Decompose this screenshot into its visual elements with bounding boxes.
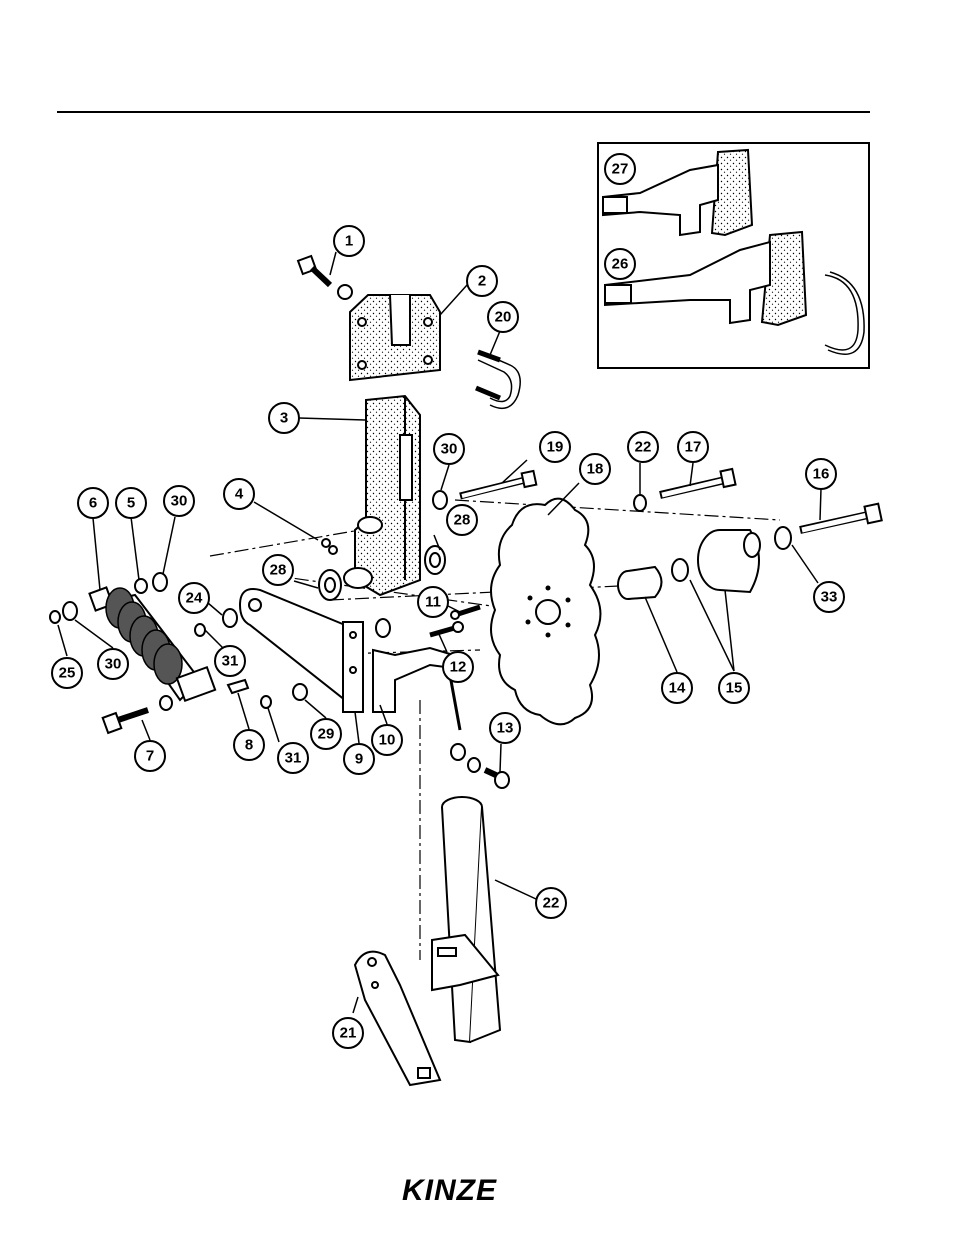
- callout-26-label: 26: [612, 256, 629, 273]
- callout-5: 5: [116, 488, 146, 518]
- callout-12-label: 12: [450, 659, 467, 676]
- callout-22a-label: 22: [635, 439, 652, 456]
- callout-2-label: 2: [478, 273, 486, 290]
- callout-28b: 28: [263, 555, 293, 585]
- callout-28b-label: 28: [270, 562, 287, 579]
- logo-text: KINZE: [402, 1174, 497, 1207]
- callout-33: 33: [814, 582, 844, 612]
- callout-9-label: 9: [355, 751, 363, 768]
- callout-10-label: 10: [379, 732, 396, 749]
- inset-box: [598, 143, 869, 368]
- callout-15-label: 15: [726, 680, 743, 697]
- callout-20: 20: [488, 302, 518, 332]
- callout-6-label: 6: [89, 495, 97, 512]
- callout-22b: 22: [536, 888, 566, 918]
- hub-hardware-drawing: [618, 469, 882, 599]
- callout-18-label: 18: [587, 461, 604, 478]
- callout-17: 17: [678, 432, 708, 462]
- callout-20-label: 20: [495, 309, 512, 326]
- callout-24: 24: [179, 583, 209, 613]
- kinze-logo: KINZE: [402, 1174, 497, 1207]
- bolt-1-drawing: [298, 256, 352, 299]
- callout-17-label: 17: [685, 439, 702, 456]
- callout-16-label: 16: [813, 466, 830, 483]
- bracket-2-drawing: [350, 295, 440, 380]
- callout-25: 25: [52, 658, 82, 688]
- callout-3: 3: [269, 403, 299, 433]
- callout-24-label: 24: [186, 590, 203, 607]
- callout-13: 13: [490, 713, 520, 743]
- callout-27-label: 27: [612, 161, 629, 178]
- callout-4-label: 4: [235, 486, 244, 503]
- callout-5-label: 5: [127, 495, 135, 512]
- callout-4: 4: [224, 479, 254, 509]
- callout-28a-label: 28: [454, 512, 471, 529]
- callout-30b: 30: [164, 486, 194, 516]
- callout-10: 10: [372, 725, 402, 755]
- callout-31b: 31: [278, 743, 308, 773]
- callout-30c: 30: [98, 649, 128, 679]
- callout-8: 8: [234, 730, 264, 760]
- callout-25-label: 25: [59, 665, 76, 682]
- callout-9: 9: [344, 744, 374, 774]
- callout-22b-label: 22: [543, 895, 560, 912]
- callout-33-label: 33: [821, 589, 838, 606]
- disc-18-drawing: [491, 499, 600, 725]
- callout-28a: 28: [447, 505, 477, 535]
- arm-9-drawing: [240, 589, 390, 712]
- callout-3-label: 3: [280, 410, 288, 427]
- callout-7: 7: [135, 741, 165, 771]
- callout-15: 15: [719, 673, 749, 703]
- callout-27: 27: [605, 154, 635, 184]
- callout-1-label: 1: [345, 233, 353, 250]
- scraper-21-drawing: [355, 952, 440, 1085]
- callout-29: 29: [311, 719, 341, 749]
- callout-12: 12: [443, 652, 473, 682]
- callout-7-label: 7: [146, 748, 154, 765]
- bolt-19-drawing: [460, 471, 536, 496]
- callout-13-label: 13: [497, 720, 514, 737]
- callout-31b-label: 31: [285, 750, 302, 767]
- callout-30a: 30: [434, 434, 464, 464]
- ubolt-20-drawing: [476, 352, 520, 408]
- callout-19: 19: [540, 432, 570, 462]
- callout-29-label: 29: [318, 726, 335, 743]
- callout-19-label: 19: [547, 439, 564, 456]
- callout-30a-label: 30: [441, 441, 458, 458]
- callout-14: 14: [662, 673, 692, 703]
- callout-26: 26: [605, 249, 635, 279]
- callout-31a-label: 31: [222, 653, 239, 670]
- callout-30c-label: 30: [105, 656, 122, 673]
- callout-14-label: 14: [669, 680, 686, 697]
- callout-11: 11: [418, 587, 448, 617]
- callout-8-label: 8: [245, 737, 253, 754]
- callout-16: 16: [806, 459, 836, 489]
- callout-11-label: 11: [425, 594, 441, 611]
- shank-3-drawing: [344, 396, 420, 595]
- callout-22a: 22: [628, 432, 658, 462]
- callout-30b-label: 30: [171, 493, 188, 510]
- callout-21: 21: [333, 1018, 363, 1048]
- callout-2: 2: [467, 266, 497, 296]
- callout-1: 1: [334, 226, 364, 256]
- callout-31a: 31: [215, 646, 245, 676]
- seed-tube-22-drawing: [432, 797, 500, 1042]
- callout-21-label: 21: [340, 1025, 357, 1042]
- callout-18: 18: [580, 454, 610, 484]
- callout-6: 6: [78, 488, 108, 518]
